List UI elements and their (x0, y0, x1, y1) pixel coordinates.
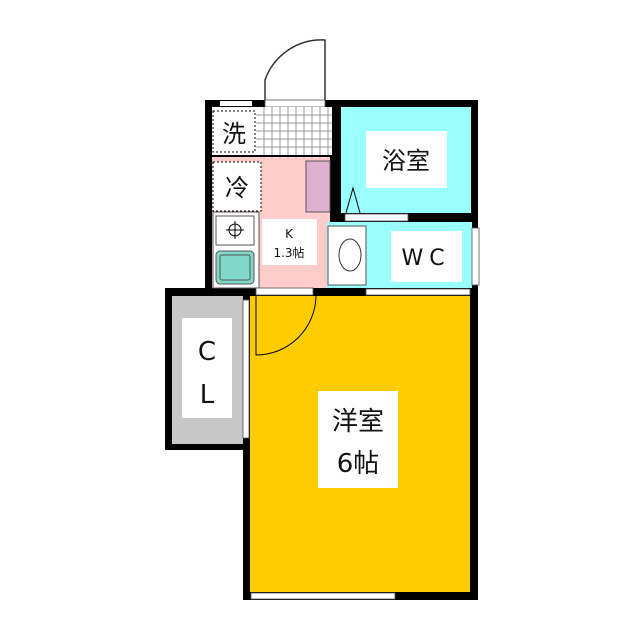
laundry-label: 洗 (222, 120, 246, 148)
bath-door-icon (345, 186, 361, 214)
kitchen-sink (215, 250, 255, 285)
room-label-box (318, 391, 398, 488)
entrance-threshold (264, 99, 326, 108)
wc-window (471, 227, 480, 286)
closet-label-c: C (198, 337, 216, 367)
tile-grid (256, 107, 332, 155)
closet-label-l: L (200, 380, 215, 410)
closet-label-box (182, 318, 232, 418)
basin-bowl (338, 238, 362, 272)
room-door (255, 295, 317, 356)
wc-label: WC (401, 246, 450, 271)
burner-cross (226, 221, 244, 239)
kitchen-door-threshold (255, 287, 314, 296)
room-size: 6帖 (337, 449, 380, 479)
kitchen-label-box (262, 219, 317, 265)
bath-door (344, 213, 409, 222)
bath-label-box (366, 131, 447, 188)
fridge-label: 冷 (225, 174, 249, 202)
closet-doors (242, 299, 250, 439)
sink-basin (219, 254, 251, 281)
washer-space (212, 110, 256, 153)
wc-label-box (391, 231, 462, 282)
kitchen-size: 1.3帖 (273, 245, 304, 260)
wc-door (365, 288, 471, 296)
entrance-door (264, 39, 326, 100)
fridge-space (212, 161, 262, 212)
room-label: 洋室 (332, 407, 384, 437)
kitchen-label: K (285, 227, 294, 241)
counter (305, 160, 331, 213)
top-window (220, 101, 252, 106)
room-window (250, 592, 396, 600)
bath-label: 浴室 (382, 147, 430, 175)
